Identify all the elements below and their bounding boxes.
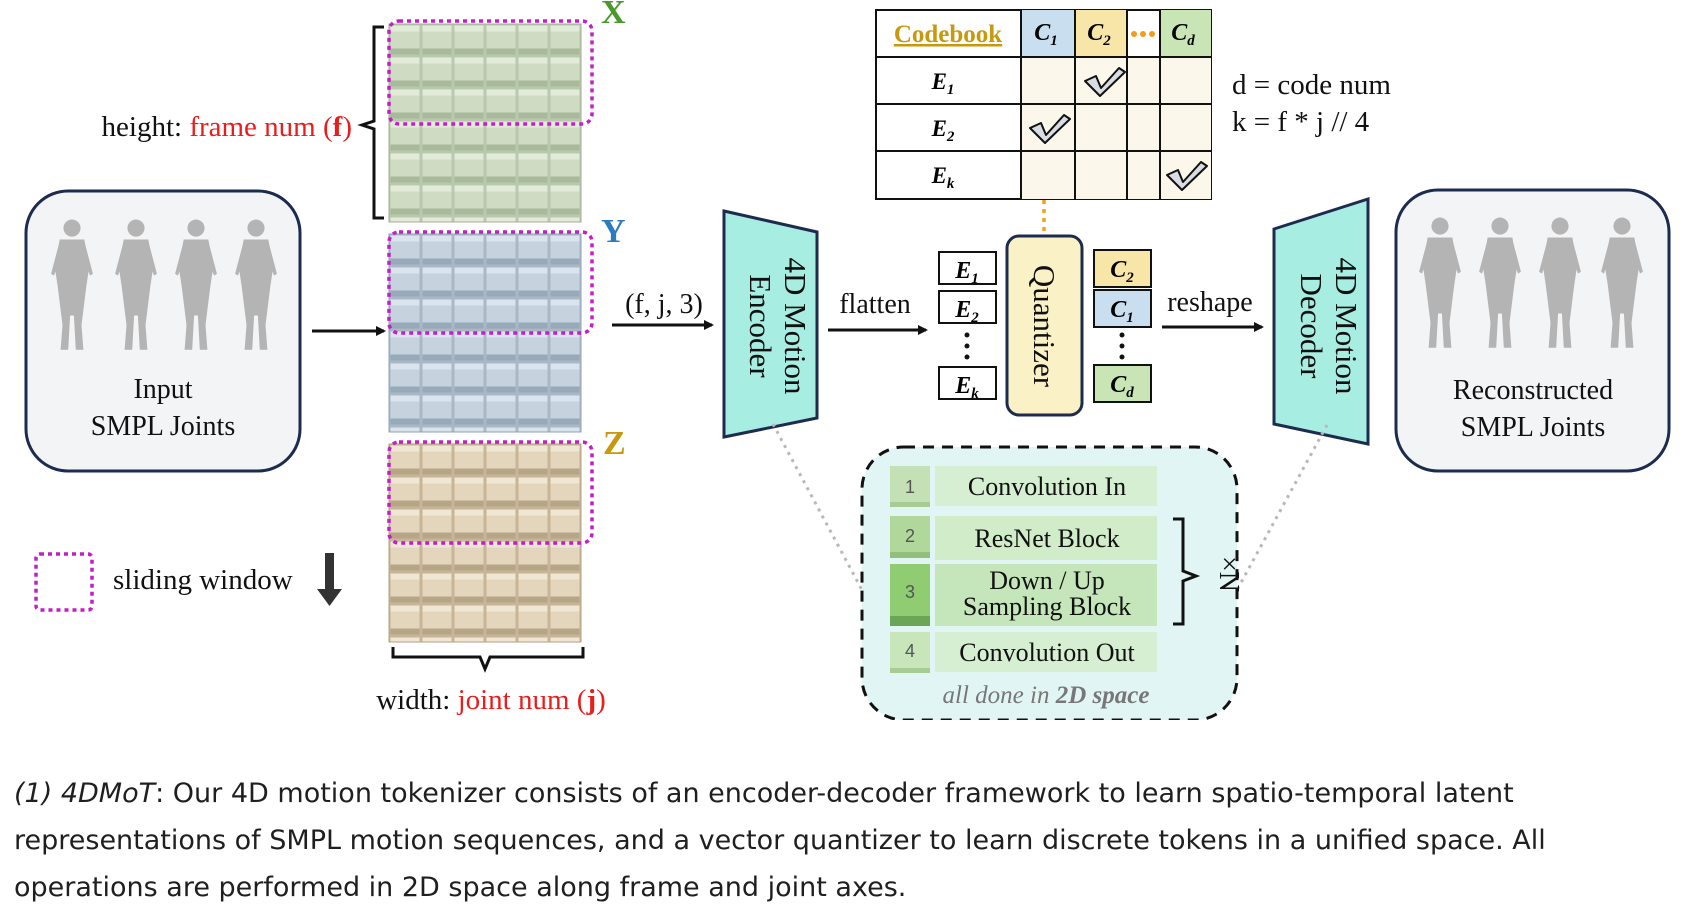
codebook-col-cd: Cd xyxy=(1171,20,1195,49)
down-arrow-icon xyxy=(317,553,342,606)
width-brace xyxy=(391,647,585,673)
encoder-label-line2: Encoder xyxy=(743,274,778,378)
block-3-number: 3 xyxy=(905,582,915,602)
motion-decoder: 4D Motion Decoder xyxy=(1272,196,1370,446)
y-axis-label: Y xyxy=(601,213,626,250)
decoder-label-line1: 4D Motion xyxy=(1329,258,1364,395)
block-3-label-line2: Sampling Block xyxy=(963,592,1131,621)
input-label-line1: Input xyxy=(133,374,192,405)
block-1-number: 1 xyxy=(905,477,915,497)
height-label: height: frame num (f) xyxy=(102,111,352,143)
figure-caption: (1) 4DMoT: Our 4D motion tokenizer consi… xyxy=(14,770,1664,911)
z-axis-label: Z xyxy=(603,425,626,462)
sliding-window-legend-swatch xyxy=(34,552,94,612)
codebook-row-ek: Ek xyxy=(931,163,955,192)
output-label-line2: SMPL Joints xyxy=(1461,412,1605,443)
space-note: all done in 2D space xyxy=(943,682,1150,709)
block-2-number: 2 xyxy=(905,526,915,546)
check-icon xyxy=(1029,114,1071,144)
check-icon xyxy=(1166,161,1208,191)
quantizer: Quantizer xyxy=(1005,234,1084,417)
tokenizer-diagram: Input SMPL Joints X Y Z height: frame nu… xyxy=(24,0,1671,720)
codebook-row-e2: E2 xyxy=(931,116,955,145)
output-label-line1: Reconstructed xyxy=(1453,375,1613,406)
quantizer-label: Quantizer xyxy=(1027,265,1062,388)
codebook-table: Codebook C1 C2 Cd E1 E2 Ek xyxy=(875,9,1212,200)
sliding-window-x xyxy=(387,19,594,126)
embedding-e2: E2 xyxy=(954,297,979,326)
codebook-col-c1: C1 xyxy=(1034,20,1058,49)
decoder-label-line2: Decoder xyxy=(1294,274,1329,380)
code-c1: C1 xyxy=(1110,297,1134,326)
reshape-label: reshape xyxy=(1167,287,1253,318)
motion-encoder: 4D Motion Encoder xyxy=(722,209,819,439)
width-label: width: joint num (j) xyxy=(376,684,606,716)
block-2-label: ResNet Block xyxy=(974,524,1119,553)
code-cd: Cd xyxy=(1110,372,1134,401)
encoder-label-line1: 4D Motion xyxy=(778,258,813,395)
input-label-line2: SMPL Joints xyxy=(91,411,235,442)
decoder-detail-link xyxy=(1235,424,1329,591)
flatten-label: flatten xyxy=(839,289,911,320)
caption-lead: (1) 4DMoT xyxy=(14,778,156,809)
codebook-col-ellipsis xyxy=(1131,31,1155,37)
block-3-label-line1: Down / Up xyxy=(989,566,1105,595)
embedding-e1: E1 xyxy=(954,258,979,287)
x-axis-label: X xyxy=(601,0,626,31)
caption-text: : Our 4D motion tokenizer consists of an… xyxy=(14,778,1546,903)
codebook-row-e1: E1 xyxy=(931,69,955,98)
block-4-number: 4 xyxy=(905,641,915,661)
codebook-note-k: k = f * j // 4 xyxy=(1232,106,1370,138)
block-1-label: Convolution In xyxy=(968,472,1126,501)
embedding-e1-sub: 1 xyxy=(971,271,979,287)
block-detail-panel: 1 2 3 4 Convolution In ResNet Block Down… xyxy=(860,445,1244,720)
codebook-note-d: d = code num xyxy=(1232,69,1391,101)
sliding-window-y xyxy=(387,230,594,335)
output-joints-box: Reconstructed SMPL Joints xyxy=(1394,188,1671,473)
codebook-col-c2: C2 xyxy=(1087,20,1111,49)
height-brace xyxy=(357,25,384,220)
embedding-ek: Ek xyxy=(954,373,979,402)
repeat-label: ×N xyxy=(1213,556,1244,592)
encoder-detail-link xyxy=(771,423,864,591)
embedding-stack: E1 E2 Ek xyxy=(938,251,997,402)
block-4-label: Convolution Out xyxy=(959,638,1135,667)
sliding-window-legend-label: sliding window xyxy=(113,564,293,596)
input-joints-box: Input SMPL Joints xyxy=(24,189,302,473)
check-icon xyxy=(1084,67,1126,97)
code-stack: C2 C1 Cd xyxy=(1093,249,1152,403)
sliding-window-z xyxy=(387,440,594,545)
code-c2: C2 xyxy=(1110,257,1134,286)
shape-label: (f, j, 3) xyxy=(625,289,703,320)
codebook-title: Codebook xyxy=(894,21,1002,48)
repeat-brace xyxy=(1173,517,1201,626)
